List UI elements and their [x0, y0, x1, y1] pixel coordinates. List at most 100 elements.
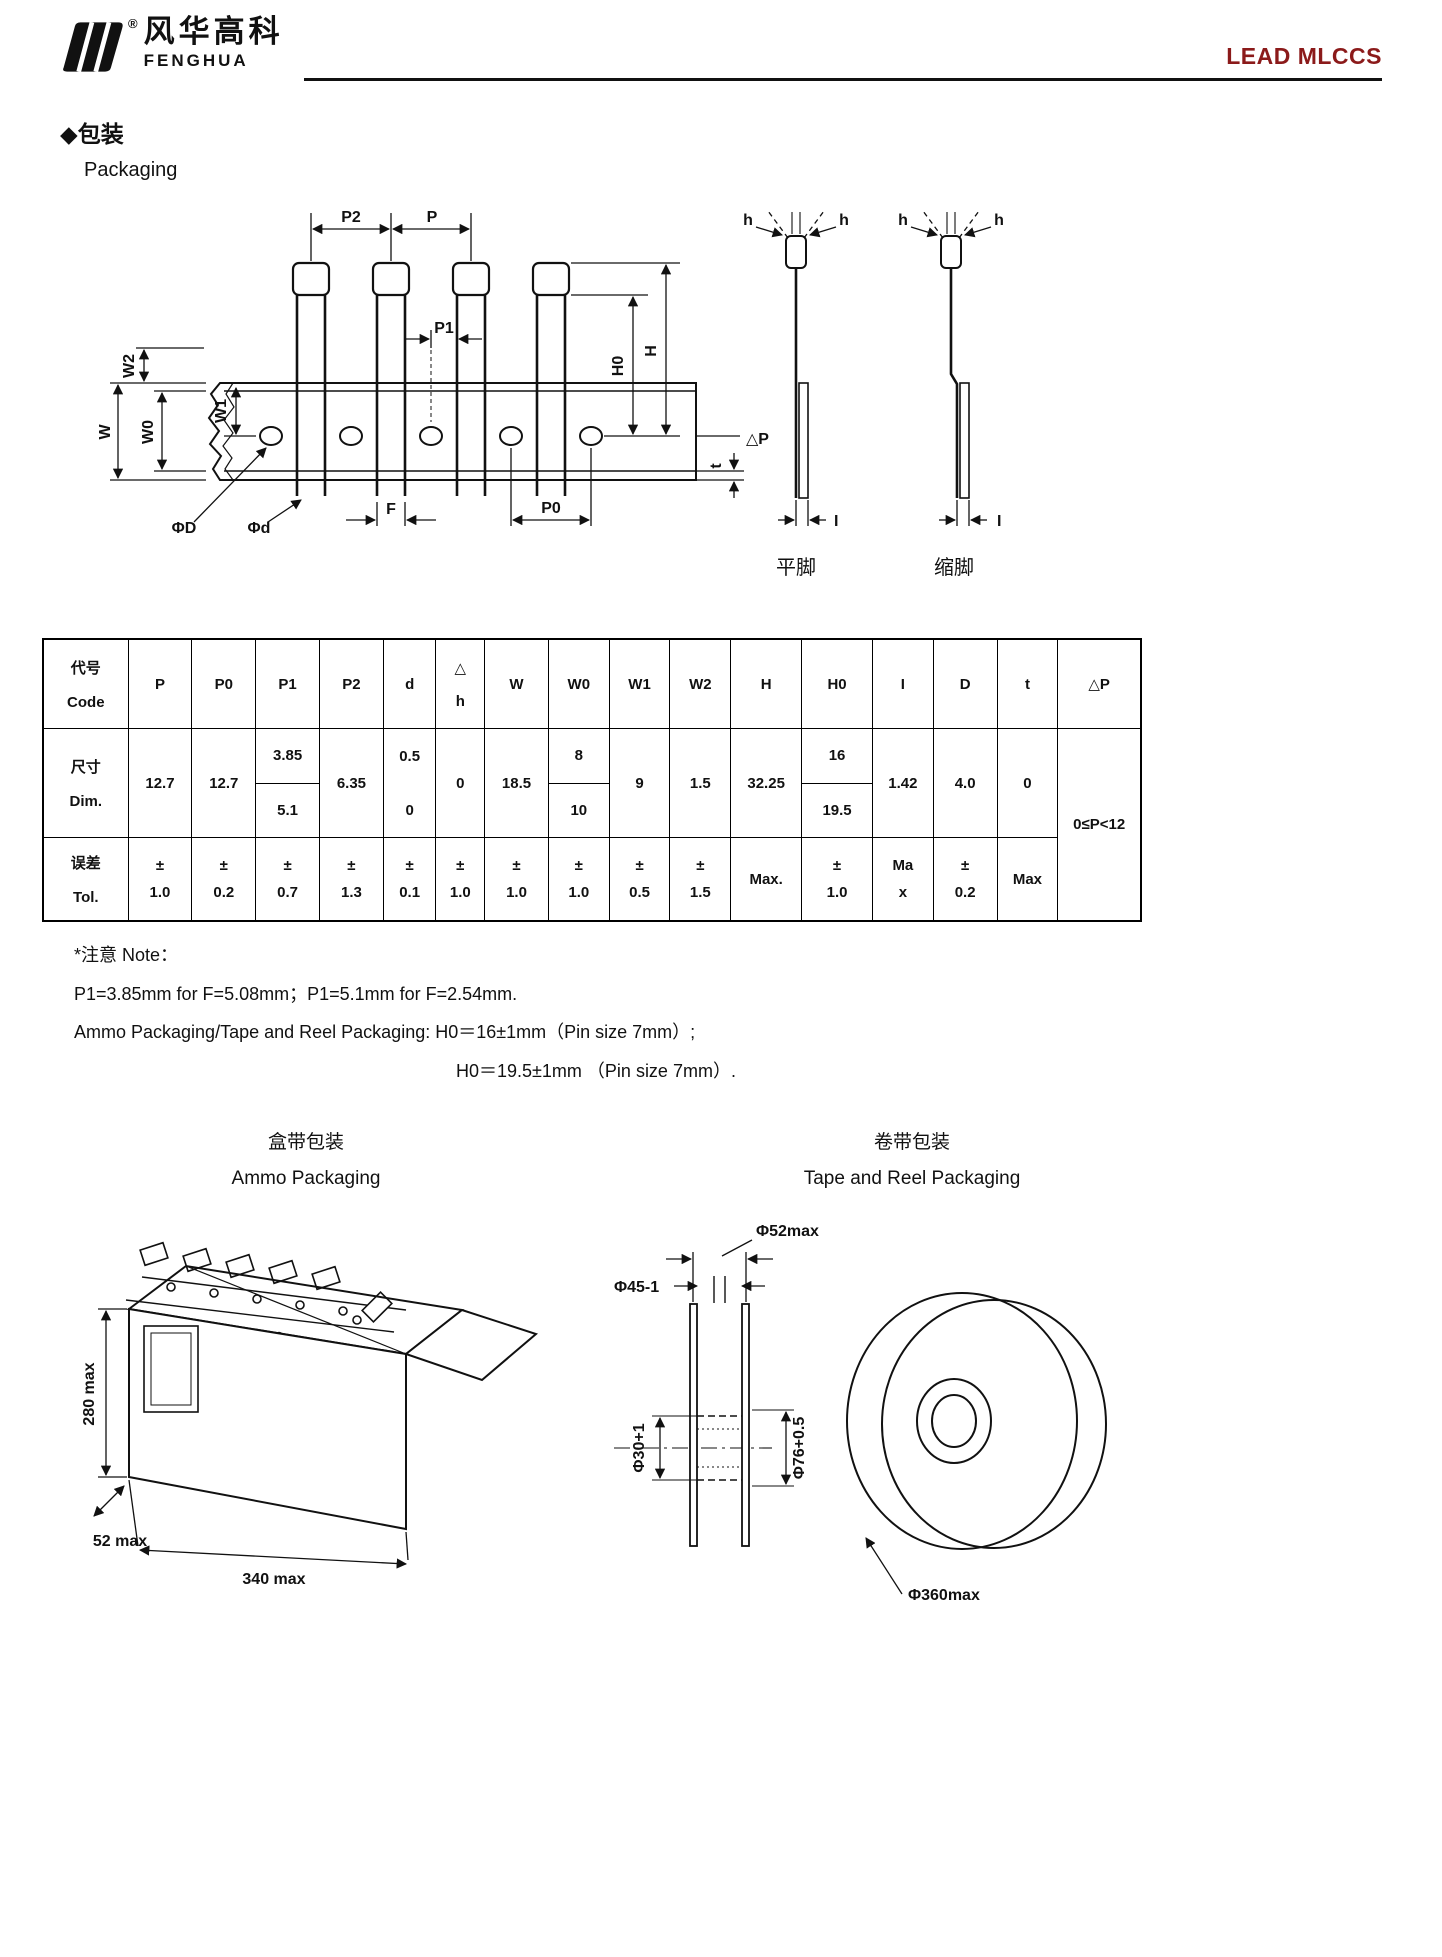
cell-tol-d: ±0.1 [382, 837, 437, 922]
cell-dim-delta-h: 0 [435, 728, 486, 838]
dim-label-p1: P1 [434, 320, 454, 337]
cell-dim-p2: 6.35 [319, 728, 384, 838]
cell-tol-p2: ±1.3 [319, 837, 384, 922]
dim-label-w2: W2 [121, 354, 138, 378]
taped-components-on-box [139, 1241, 393, 1341]
flat-foot-caption: 平脚 [776, 556, 816, 579]
page-header: ® 风华高科 FENGHUA LEAD MLCCS [56, 15, 1382, 81]
cell-tol-h: Max. [730, 837, 803, 922]
cell-dim-i: 1.42 [871, 728, 934, 838]
taped-capacitor [451, 261, 491, 496]
dim-label-t: t [708, 463, 725, 469]
dim-label-h-cap: H [643, 345, 660, 357]
col-header-t: t [996, 638, 1059, 729]
section-title-chinese: ◆包装 [60, 121, 124, 147]
fenghua-logo: ® 风华高科 FENGHUA [56, 15, 284, 74]
dim-label-delta-p: △P [746, 431, 769, 448]
ammo-dimension-lines [93, 1308, 409, 1569]
col-header-h: H [730, 638, 803, 729]
section-title-english: Packaging [84, 159, 178, 181]
dim-label-p: P [427, 209, 438, 226]
cell-dim-p0: 12.7 [191, 728, 257, 838]
document-title: LEAD MLCCS [1226, 43, 1382, 69]
flat-lead-figure [785, 235, 809, 499]
cell-dim-p: 12.7 [127, 728, 193, 838]
col-header-d-cap: D [932, 638, 998, 729]
cell-dim-w2: 1.5 [669, 728, 732, 838]
taped-capacitor [371, 261, 411, 496]
col-header-delta-p: △P [1057, 638, 1142, 729]
cell-tol-w2: ±1.5 [669, 837, 732, 922]
col-header-w1: W1 [608, 638, 671, 729]
crimped-foot-caption: 缩脚 [934, 556, 974, 579]
dim-label-h0: H0 [610, 356, 627, 377]
dim-label-i: I [997, 513, 1001, 530]
cell-dim-d-cap: 4.0 [932, 728, 998, 838]
col-header-p0: P0 [191, 638, 257, 729]
note-title: *注意 Note： [74, 945, 179, 965]
cell-dim-w: 18.5 [484, 728, 549, 838]
cell-tol-w0: ±1.0 [547, 837, 610, 922]
cell-delta-p-range: 0≤P<12 [1057, 728, 1142, 922]
cell-dim-h: 32.25 [730, 728, 803, 838]
reel-packaging-section: 卷带包装 Tape and Reel Packaging [602, 1127, 1222, 1626]
cell-tol-delta-h: ±1.0 [435, 837, 486, 922]
col-header-p: P [127, 638, 193, 729]
col-header-w0: W0 [547, 638, 610, 729]
cell-tol-d-cap: ±0.2 [932, 837, 998, 922]
cell-tol-w1: ±0.5 [608, 837, 671, 922]
packaging-illustrations: 盒带包装 Ammo Packaging [56, 1127, 1382, 1626]
ammo-dim-width: 340 max [242, 1571, 305, 1588]
ammo-dim-height: 280 max [81, 1362, 98, 1425]
reel-dim-76: Φ76+0.5 [791, 1416, 808, 1479]
note-line-3: H0＝19.5±1mm （Pin size 7mm）. [456, 1061, 736, 1082]
note-line-2: Ammo Packaging/Tape and Reel Packaging: … [74, 1022, 696, 1043]
ammo-box-diagram: 280 max 52 max 340 max [81, 1241, 539, 1588]
reel-dim-45: Φ45-1 [614, 1279, 659, 1296]
ammo-title-english: Ammo Packaging [231, 1167, 381, 1189]
tape-packaging-diagram: P2 P P1 W W0 W2 W1 H0 H t △P ΦD Φd F P0 … [97, 209, 1004, 579]
dim-label-f: F [386, 501, 396, 518]
col-header-w2: W2 [669, 638, 732, 729]
dim-label-p0: P0 [541, 500, 561, 517]
col-header-h0: H0 [801, 638, 873, 729]
logo-english-name: FENGHUA [143, 50, 249, 70]
col-header-w: W [484, 638, 549, 729]
reel-drawing [614, 1275, 1107, 1550]
dim-label-w0: W0 [140, 420, 157, 444]
ammo-title-chinese: 盒带包装 [267, 1131, 344, 1153]
col-header-d: d [382, 638, 437, 729]
reel-dimension-lines [652, 1239, 903, 1595]
cell-tol-p: ±1.0 [127, 837, 193, 922]
col-header-i: I [871, 638, 934, 729]
dim-label-h-lead: h [743, 212, 753, 229]
col-header-delta-h: △h [435, 638, 486, 729]
cell-tol-h0: ±1.0 [801, 837, 873, 922]
dim-label-h-lead: h [839, 212, 849, 229]
reel-dim-30: Φ30+1 [631, 1423, 648, 1472]
registered-trademark-mark: ® [128, 16, 138, 31]
fenghua-logo-mark-icon [63, 21, 123, 73]
reel-diagram: Φ52max Φ45-1 Φ30+1 Φ76+0.5 Φ360max [614, 1223, 1107, 1604]
dim-label-phi-d-cap: ΦD [172, 520, 197, 537]
dim-label-phi-d: Φd [248, 520, 271, 537]
dim-label-h-lead: h [994, 212, 1004, 229]
reel-title-english: Tape and Reel Packaging [803, 1167, 1021, 1189]
reel-dim-52: Φ52max [756, 1223, 819, 1240]
reel-dim-360: Φ360max [908, 1587, 980, 1604]
reel-title-chinese: 卷带包装 [873, 1131, 950, 1153]
col-header-p1: P1 [255, 638, 321, 729]
cell-tol-p1: ±0.7 [255, 837, 321, 922]
cell-dim-t: 0 [996, 728, 1059, 838]
note-line-1: P1=3.85mm for F=5.08mm；P1=5.1mm for F=2.… [74, 983, 518, 1004]
notes-block: *注意 Note： P1=3.85mm for F=5.08mm；P1=5.1m… [74, 936, 1382, 1091]
